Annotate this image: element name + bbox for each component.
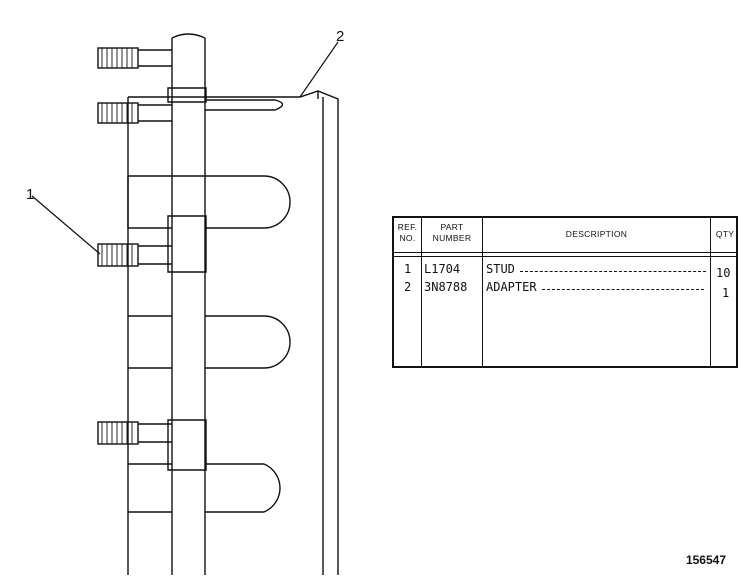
- table-row-1-description: STUD: [486, 262, 515, 276]
- lug-3: [205, 463, 281, 513]
- stud-1: [97, 47, 172, 69]
- part-number-header: PART NUMBER: [432, 222, 472, 243]
- description-header: DESCRIPTION: [565, 229, 628, 239]
- clamp-plate-mid: [167, 215, 207, 273]
- table-row-2-qty: 1: [722, 286, 730, 300]
- ref-header: REF. NO.: [397, 222, 418, 243]
- clamp-plate-low: [167, 419, 207, 471]
- callout-2: 2: [336, 28, 345, 45]
- qty-header: QTY: [715, 229, 735, 239]
- parts-table: REF. NO. PART NUMBER DESCRIPTION QTY 1 L…: [392, 216, 738, 368]
- stud-3: [97, 243, 172, 267]
- leader-line-2: [299, 41, 339, 98]
- stud-4: [97, 421, 172, 445]
- table-row-1-qty: 10: [716, 266, 731, 280]
- table-row-2-description: ADAPTER: [486, 280, 537, 294]
- table-row-2-ref: 2: [404, 280, 412, 294]
- table-row-2-part: 3N8788: [424, 280, 468, 294]
- callout-1: 1: [26, 186, 35, 203]
- drawing-number: 156547: [685, 553, 726, 567]
- table-row-1-ref: 1: [404, 262, 412, 276]
- lug-1: [128, 175, 291, 229]
- table-row-1-part: L1704: [424, 262, 461, 276]
- lug-2: [205, 315, 291, 369]
- leader-line-1: [31, 195, 101, 255]
- clamp-plate-top: [167, 87, 207, 103]
- stud-2: [97, 102, 172, 124]
